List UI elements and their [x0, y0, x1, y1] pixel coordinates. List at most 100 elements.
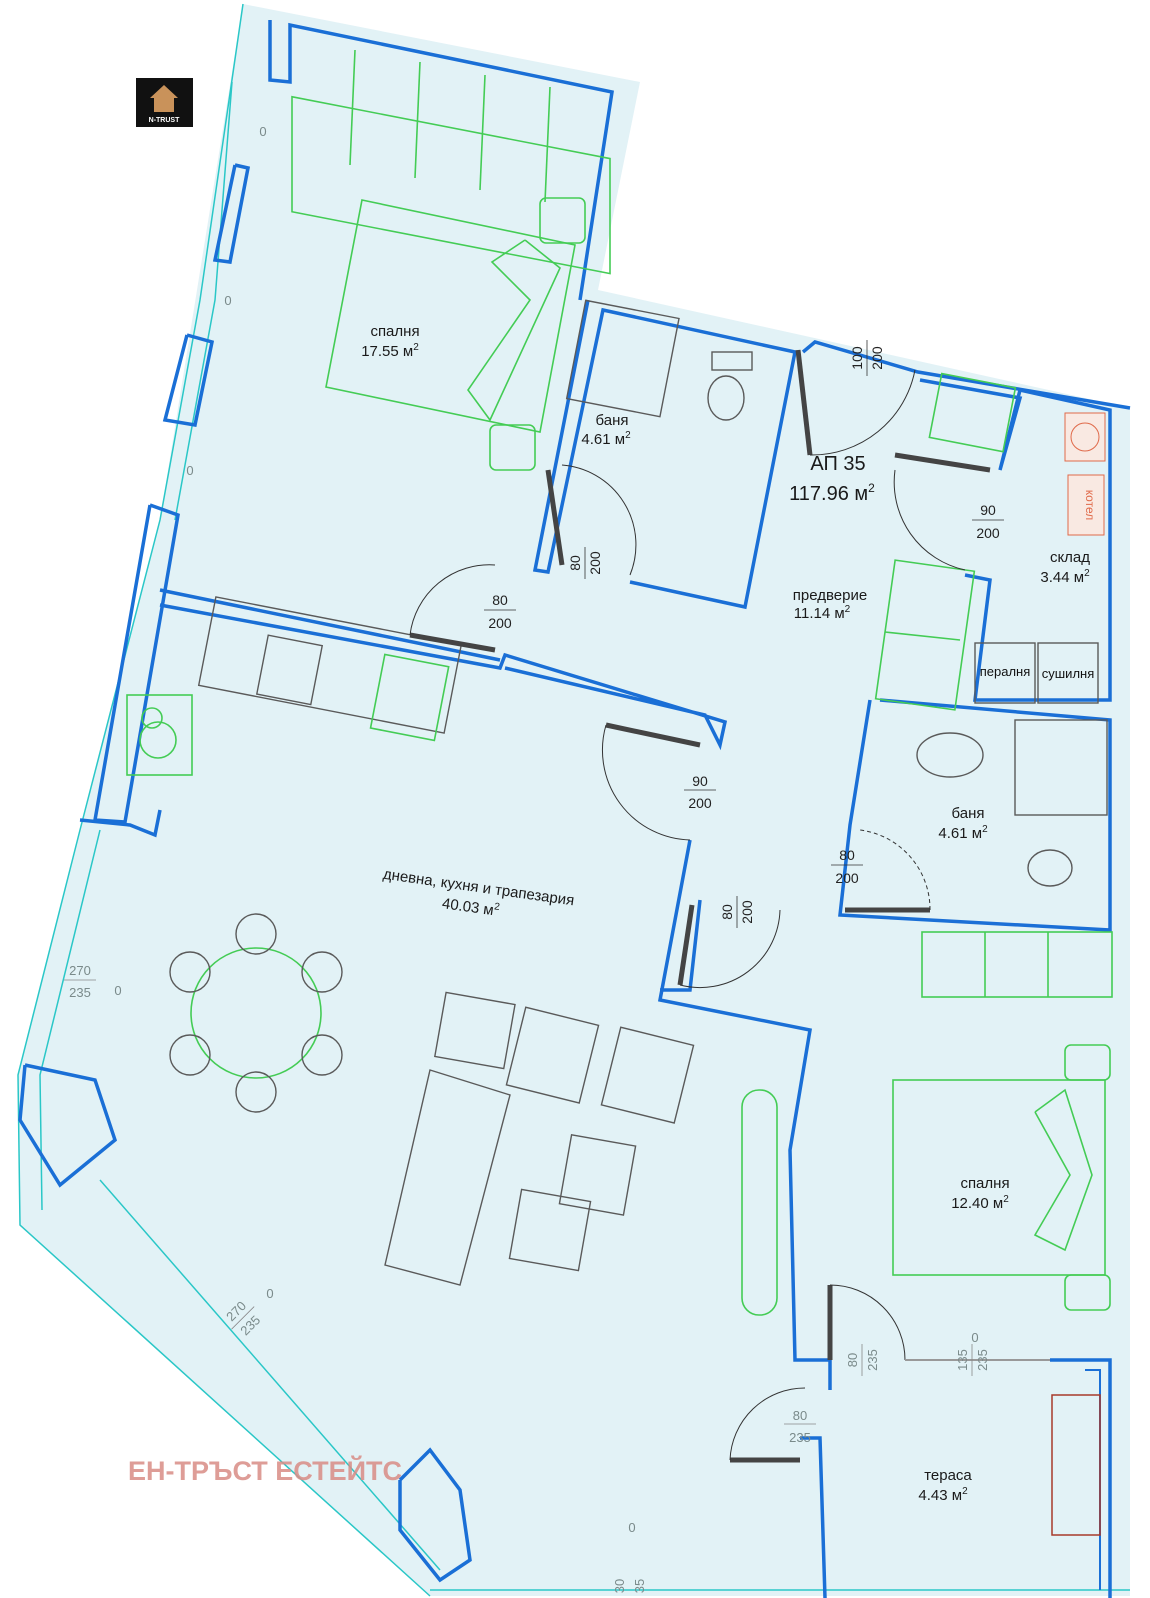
bed1 — [325, 199, 576, 433]
wardrobe-div — [544, 86, 551, 203]
wall-corner-left — [18, 1063, 118, 1188]
room-bath2-name: баня — [952, 805, 985, 822]
boiler-label: котел — [1083, 490, 1097, 520]
svg-text:200: 200 — [739, 900, 755, 924]
storage-shelf — [928, 372, 1017, 453]
wall-bath1 — [532, 299, 798, 610]
hob-ring — [139, 721, 177, 759]
svg-text:235: 235 — [789, 1430, 811, 1445]
sofa — [384, 1069, 511, 1286]
door-swing — [893, 469, 966, 571]
kitchen-counter — [197, 596, 463, 734]
door-leaf — [409, 632, 496, 653]
chair — [301, 1034, 343, 1076]
svg-text:35: 35 — [632, 1579, 647, 1593]
svg-text:200: 200 — [869, 346, 885, 370]
dim-zero: 0 — [186, 463, 193, 478]
door-leaf — [795, 349, 813, 456]
washer — [974, 642, 1036, 704]
boiler-box2 — [1067, 474, 1105, 536]
ottoman — [433, 991, 516, 1070]
watermark-text: ЕН-ТРЪСТ ЕСТЕЙТС — [128, 1455, 402, 1486]
chair — [169, 951, 211, 993]
room-bath1-name: баня — [596, 412, 629, 429]
door-swing — [829, 1284, 906, 1361]
sink — [255, 634, 324, 706]
dining-table — [190, 947, 322, 1079]
wall-bath2 — [838, 698, 1112, 932]
apartment-area: 117.96 м2 — [789, 481, 875, 505]
svg-text:235: 235 — [69, 985, 91, 1000]
svg-text:100: 100 — [849, 346, 865, 370]
bed1-nightstand2 — [489, 424, 536, 471]
door-swing — [601, 724, 691, 841]
chair — [301, 951, 343, 993]
svg-text:90: 90 — [980, 502, 996, 518]
bed1-nightstand — [539, 197, 586, 244]
dryer-label: сушилня — [1042, 666, 1095, 681]
glazing-line — [174, 81, 233, 521]
room-bedroom1-area: 17.55 м2 — [361, 342, 419, 360]
basin2 — [916, 732, 984, 778]
dim-80-200-bath2: 80 200 — [831, 847, 863, 886]
dryer — [1037, 642, 1099, 704]
washer-label: пералня — [980, 664, 1031, 679]
svg-text:80: 80 — [567, 555, 583, 571]
svg-text:80: 80 — [845, 1353, 860, 1367]
wardrobe-div — [349, 49, 356, 166]
bed1-blanket — [467, 239, 561, 422]
bed2-nightstand — [1064, 1044, 1111, 1081]
dim-90-200-storage: 90 200 — [972, 502, 1004, 541]
dim-100-200: 100 200 — [849, 340, 885, 376]
door-leaf — [545, 469, 565, 566]
wardrobe-bed1 — [291, 95, 611, 275]
dim-135-235: 135 235 — [955, 1344, 990, 1376]
svg-text:200: 200 — [587, 551, 603, 575]
svg-text:235: 235 — [865, 1349, 880, 1371]
dim-zero: 0 — [224, 293, 231, 308]
armchair2 — [600, 1026, 695, 1124]
shower2 — [1014, 719, 1108, 816]
room-storage-name: склад — [1050, 549, 1090, 566]
hall-shelf — [874, 559, 976, 711]
dim-zero: 0 — [266, 1286, 273, 1301]
house-icon-body — [154, 98, 174, 112]
coffee-table — [558, 1133, 637, 1216]
wall-terrace-door — [800, 1436, 827, 1598]
wall-top-bedroom — [268, 20, 614, 301]
svg-text:200: 200 — [688, 795, 712, 811]
svg-text:200: 200 — [835, 870, 859, 886]
floor-area — [18, 4, 1130, 1596]
dim-80-235-terrace2: 80 235 — [784, 1408, 816, 1445]
dim-80-200-bed2: 80 200 — [719, 896, 755, 928]
armchair — [505, 1006, 600, 1104]
door-swing — [679, 909, 781, 989]
glazing-line-3 — [99, 1179, 441, 1571]
hob — [126, 694, 193, 776]
door-leaf — [677, 904, 695, 986]
wall-bed1-bottom — [159, 588, 501, 662]
room-bedroom1-name: спалня — [370, 323, 419, 340]
wall-storage — [919, 378, 1112, 702]
room-bath2-area: 4.61 м2 — [938, 824, 988, 842]
wall-left-column — [212, 163, 251, 264]
svg-text:200: 200 — [488, 615, 512, 631]
wardrobe-div — [414, 61, 421, 179]
chair — [235, 913, 277, 955]
chair — [169, 1034, 211, 1076]
svg-text:80: 80 — [793, 1408, 807, 1423]
house-icon — [150, 85, 178, 98]
svg-text:270: 270 — [69, 963, 91, 978]
glazing-line-2 — [39, 829, 101, 1211]
dim-80-235-terrace1: 80 235 — [845, 1344, 880, 1376]
boiler-box — [1064, 412, 1106, 462]
company-logo: N-TRUST — [136, 78, 193, 127]
room-terrace-area: 4.43 м2 — [918, 1486, 968, 1504]
dim-zero: 0 — [971, 1330, 978, 1345]
wall-left-column2 — [162, 333, 215, 428]
chair — [235, 1071, 277, 1113]
door-swing — [561, 464, 637, 576]
dim-80-200-bath1: 80 200 — [567, 547, 603, 579]
room-bath1-area: 4.61 м2 — [581, 430, 631, 448]
